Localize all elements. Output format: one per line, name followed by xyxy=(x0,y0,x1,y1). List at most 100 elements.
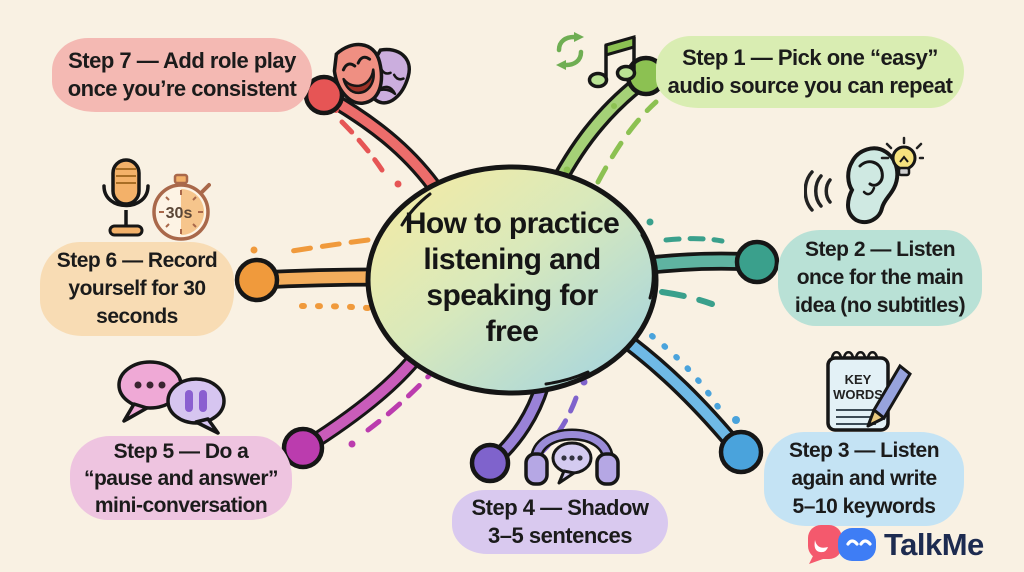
step-7-branch xyxy=(321,91,443,197)
step-3-node xyxy=(718,429,764,475)
speech-bubble-tail xyxy=(557,469,576,485)
step-5-label: Step 5 — Do a “pause and answer” mini-co… xyxy=(70,436,292,520)
logo-mouth xyxy=(814,540,828,553)
step-3-dotted xyxy=(649,333,723,413)
center-topic-line: How to practice xyxy=(404,207,620,240)
step-4-node xyxy=(469,442,511,484)
note-beam xyxy=(604,35,636,57)
center-topic-line: listening and xyxy=(423,243,601,276)
microphone-base xyxy=(108,224,144,237)
step-7-dash xyxy=(339,119,385,173)
center-topic-line: speaking for xyxy=(426,279,598,312)
step-2-dash xyxy=(663,236,725,244)
ear-listening-icon xyxy=(803,136,925,236)
notepad-text-key: KEY xyxy=(845,372,872,387)
theater-masks-icon xyxy=(328,30,423,118)
step-5-dot xyxy=(348,440,356,448)
step-7-label-line: Step 7 — Add role play xyxy=(68,48,296,73)
ear-cup-right xyxy=(595,452,620,486)
pause-bar xyxy=(185,390,193,412)
lightbulb-base xyxy=(897,166,911,177)
step-4-label: Step 4 — Shadow 3–5 sentences xyxy=(452,490,668,554)
step-6-dot xyxy=(250,246,258,254)
lightbulb-filament xyxy=(899,155,909,163)
notepad-spiral xyxy=(830,351,879,360)
step-2-label-line: Step 2 — Listen xyxy=(804,238,956,261)
chat-dots xyxy=(134,381,166,389)
ear-inner-curve xyxy=(858,160,884,187)
step-6-dash xyxy=(283,237,371,255)
speech-dots xyxy=(561,455,583,461)
stopwatch-half-shade xyxy=(181,189,204,235)
microphone-stopwatch-icon: 30s xyxy=(86,156,211,248)
pause-bar xyxy=(199,390,207,412)
step-5-node xyxy=(281,426,325,470)
step-3-label-line: 5–10 keywords xyxy=(792,495,936,518)
step-2-label-line: once for the main xyxy=(796,266,964,289)
ear-inner-curve xyxy=(862,186,876,196)
step-6-label: Step 6 — Record yourself for 30 seconds xyxy=(40,242,234,336)
step-1-label-line: audio source you can repeat xyxy=(667,73,953,98)
step-5-label-line: “pause and answer” xyxy=(83,466,279,490)
logo-bubble-left-tail xyxy=(809,554,823,564)
lightbulb-rays xyxy=(880,136,925,160)
logo-eyes xyxy=(846,539,872,546)
step-2-label: Step 2 — Listen once for the main idea (… xyxy=(778,230,982,326)
chat-bubble-right-tail xyxy=(194,417,220,435)
chat-bubble-right xyxy=(166,377,226,425)
stopwatch-side-button xyxy=(200,183,211,194)
pen-nib xyxy=(866,408,886,428)
step-1-dash xyxy=(595,99,659,185)
chat-bubbles-pause-icon xyxy=(112,358,232,436)
sound-waves xyxy=(803,170,832,212)
center-topic: How to practice listening and speaking f… xyxy=(377,206,647,350)
stopwatch-ticks xyxy=(159,190,203,234)
note-stems xyxy=(604,37,636,79)
music-note-repeat-icon xyxy=(552,30,637,92)
step-6-label-line: Step 6 — Record xyxy=(56,249,218,272)
talkme-logo: TalkMe xyxy=(802,522,1017,566)
pen-tip xyxy=(868,422,873,426)
headband xyxy=(532,431,612,464)
step-5-label-line: mini-conversation xyxy=(94,493,268,517)
step-6-label-line: seconds xyxy=(96,305,178,328)
center-oval xyxy=(365,164,659,396)
step-3-label: Step 3 — Listen again and write 5–10 key… xyxy=(764,432,964,526)
step-3-label-line: again and write xyxy=(791,467,937,490)
step-2-dot xyxy=(646,218,654,226)
note-head xyxy=(615,64,637,82)
step-4-label-line: Step 4 — Shadow xyxy=(471,495,649,520)
notepad-text-words: WORDS xyxy=(833,387,883,402)
step-7-label-line: once you’re consistent xyxy=(67,76,297,101)
step-7-label: Step 7 — Add role play once you’re consi… xyxy=(52,38,312,112)
headphones-shadowing-icon xyxy=(522,410,622,490)
stopwatch-button xyxy=(173,173,189,185)
step-2-node xyxy=(734,239,780,285)
center-topic-line: free xyxy=(485,315,539,348)
step-7-dot xyxy=(394,180,402,188)
keywords-notepad-icon: KEY WORDS xyxy=(818,344,913,436)
repeat-arrowhead xyxy=(556,60,566,70)
step-1-label: Step 1 — Pick one “easy” audio source yo… xyxy=(656,36,964,108)
step-6-label-line: yourself for 30 xyxy=(68,277,206,300)
center-oval-sketch-arcs xyxy=(400,192,655,386)
step-3-dot xyxy=(732,416,740,424)
step-2-label-line: idea (no subtitles) xyxy=(794,294,966,317)
ear-cup-left xyxy=(524,452,549,486)
step-1-dot xyxy=(611,103,617,109)
step-1-label-line: Step 1 — Pick one “easy” xyxy=(682,45,938,70)
microphone-holder xyxy=(102,184,150,208)
logo-bubble-left xyxy=(808,525,842,559)
step-2-dash xyxy=(659,289,715,307)
branch-nodes xyxy=(234,55,780,484)
repeat-arrowhead xyxy=(574,32,584,42)
step-4-label-line: 3–5 sentences xyxy=(488,523,632,548)
step-5-label-line: Step 5 — Do a xyxy=(113,439,249,463)
note-head xyxy=(587,71,609,89)
step-3-label-line: Step 3 — Listen xyxy=(788,439,940,462)
comedy-mask xyxy=(332,42,384,105)
step-1-dot xyxy=(563,166,571,174)
step-6-dotted xyxy=(293,303,371,311)
